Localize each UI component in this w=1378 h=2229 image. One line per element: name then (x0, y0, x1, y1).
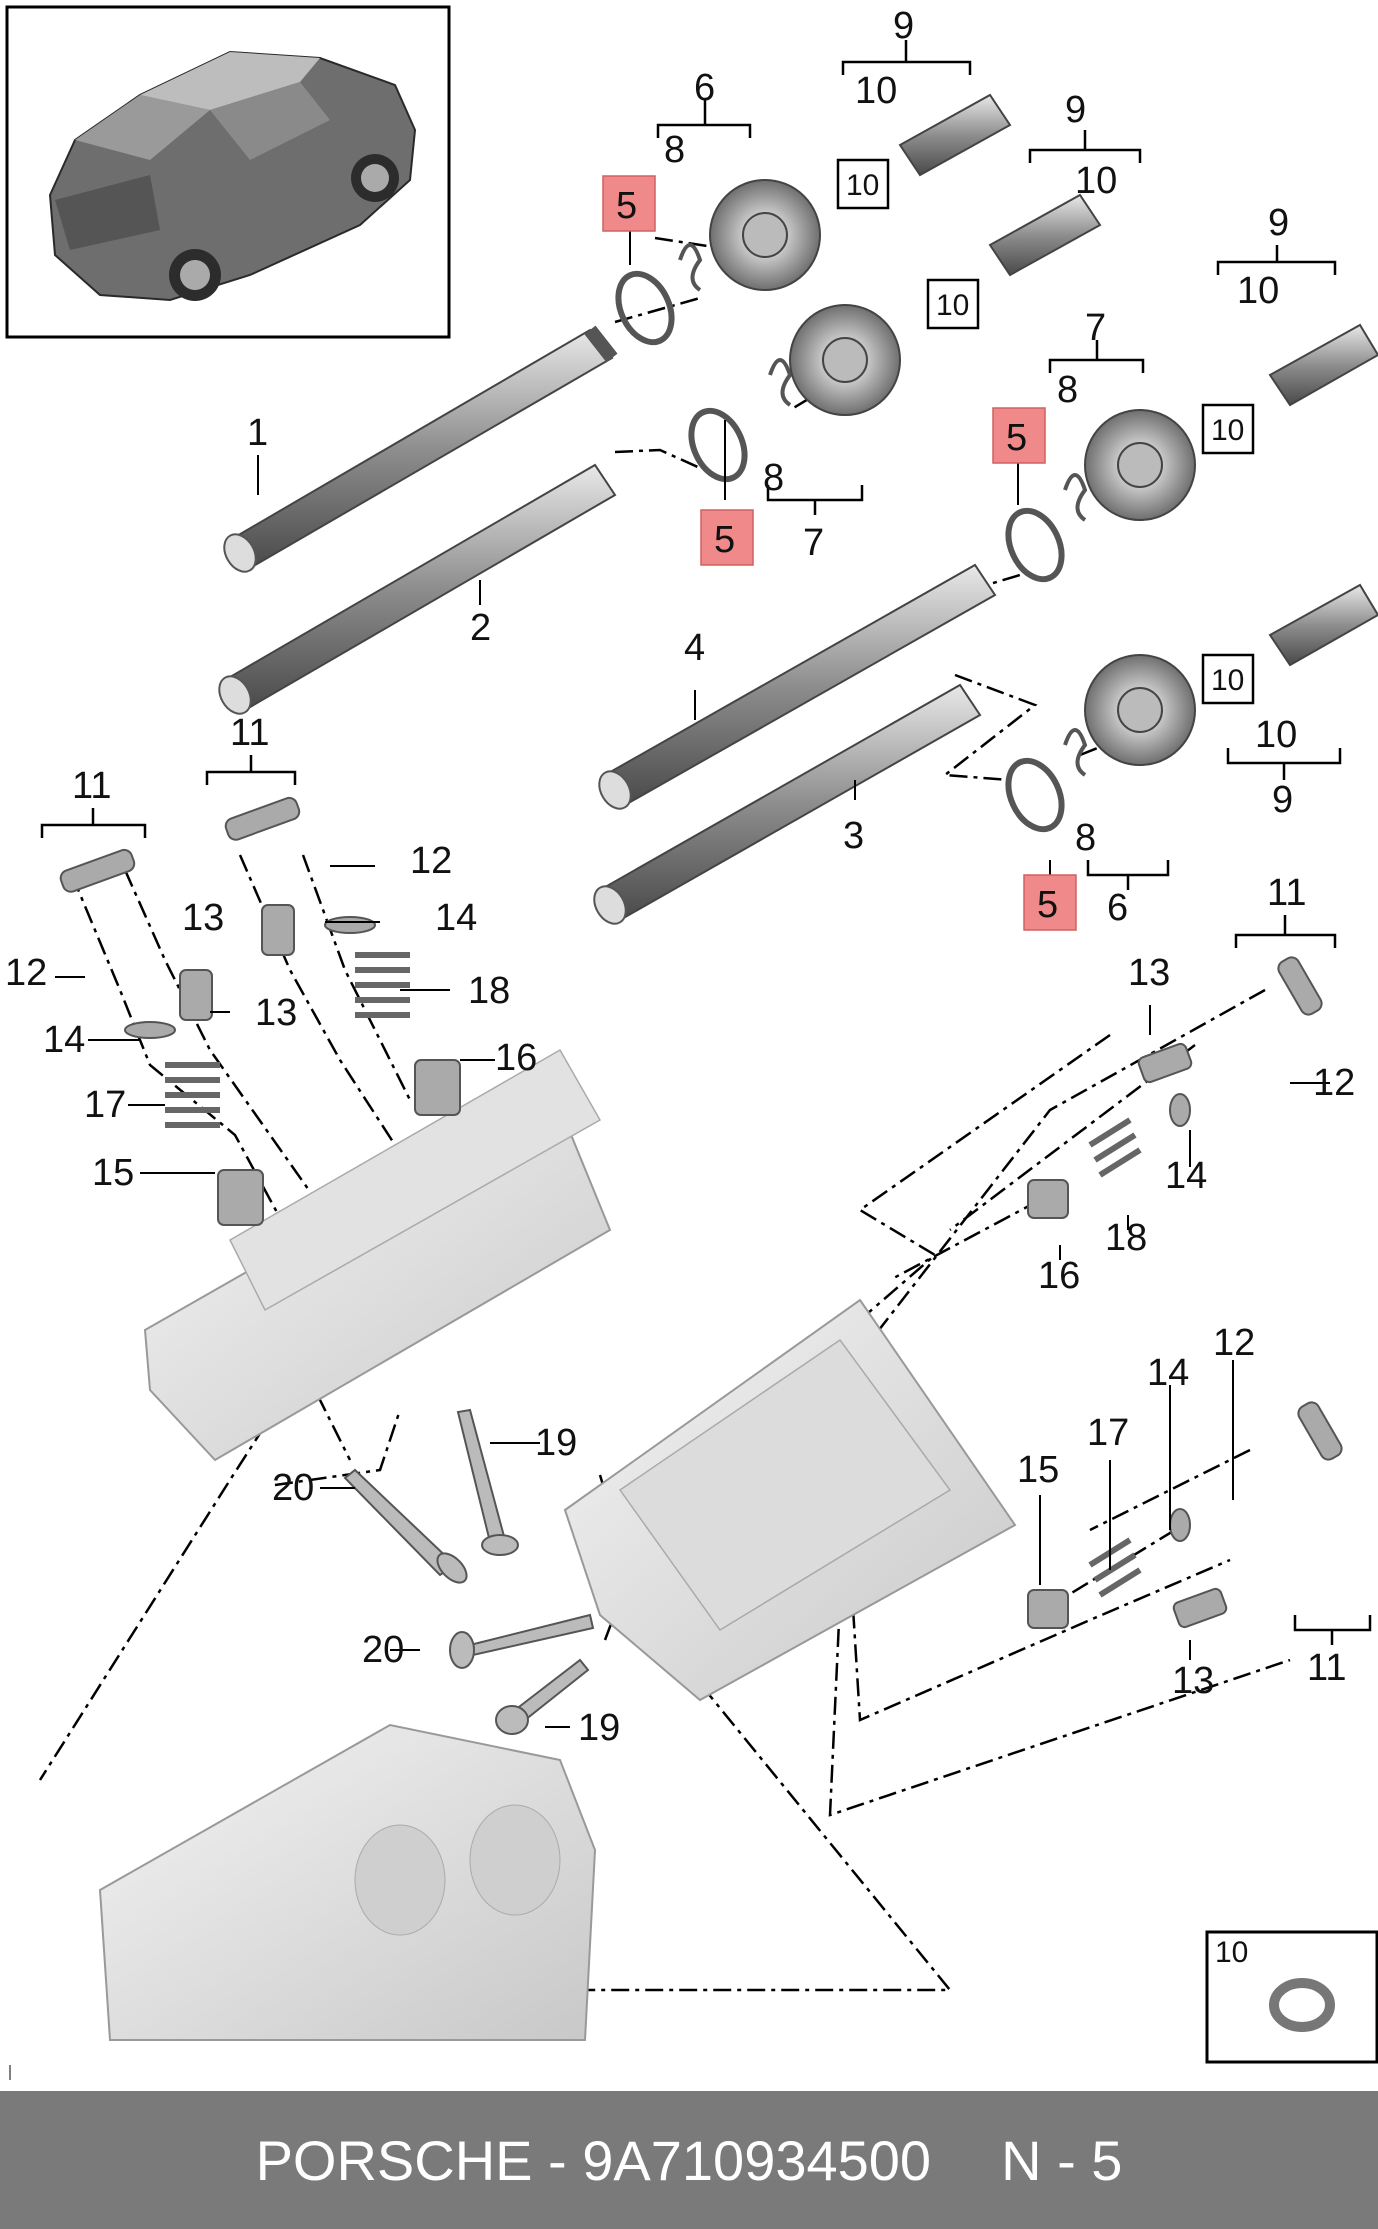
callout-10: 10 (855, 70, 897, 112)
group-brackets (40, 40, 1372, 1645)
camshaft-1 (223, 325, 618, 573)
callout-3: 3 (843, 815, 864, 857)
callout-2: 2 (470, 607, 491, 649)
callout-15: 15 (92, 1152, 134, 1194)
callout-12: 12 (410, 840, 452, 882)
inset-label: 10 (1215, 1936, 1248, 1969)
callout-11: 11 (1307, 1647, 1346, 1689)
inset-detail-box (1205, 1930, 1378, 2064)
callout-8: 8 (1075, 817, 1096, 859)
callout-10: 10 (1075, 160, 1117, 202)
callout-4: 4 (684, 627, 705, 669)
callout-6: 6 (1107, 887, 1128, 929)
callout-15: 15 (1017, 1449, 1059, 1491)
boxed-callout-10: 10 (1211, 414, 1244, 447)
exploded-parts-diagram: 1 2 4 3 5 5 5 5 6 6 7 7 8 8 8 8 9 9 9 9 … (5, 5, 1378, 2080)
callout-18: 18 (468, 970, 510, 1012)
callout-19: 19 (578, 1707, 620, 1749)
valves (343, 1408, 595, 1735)
callout-14: 14 (435, 897, 477, 939)
clips (678, 243, 1088, 777)
callout-8: 8 (664, 129, 685, 171)
camshaft-2 (218, 463, 617, 715)
boxed-callout-10: 10 (846, 169, 879, 202)
callout-14: 14 (1147, 1352, 1189, 1394)
callout-18: 18 (1105, 1217, 1147, 1259)
callout-5-highlight: 5 (1006, 417, 1027, 459)
footer-bar: PORSCHE - 9A710934500 N - 5 (0, 2091, 1378, 2229)
callout-9: 9 (893, 5, 914, 47)
callout-19: 19 (535, 1422, 577, 1464)
callout-14: 14 (43, 1019, 85, 1061)
callout-13: 13 (1128, 952, 1170, 994)
callout-5-highlight: 5 (616, 185, 637, 227)
valve-train-parts (59, 796, 1343, 1629)
callout-11: 11 (1267, 872, 1306, 914)
callout-12: 12 (1213, 1322, 1255, 1364)
callout-20: 20 (272, 1467, 314, 1509)
callout-12: 12 (5, 952, 47, 994)
callout-17: 17 (84, 1084, 126, 1126)
callout-9: 9 (1065, 89, 1086, 131)
engine-block (98, 1723, 597, 2041)
part-number: PORSCHE - 9A710934500 (255, 2128, 932, 2192)
callout-17: 17 (1087, 1412, 1129, 1454)
callout-5-highlight: 5 (1037, 884, 1058, 926)
callout-11: 11 (230, 712, 269, 754)
callout-5-highlight: 5 (714, 519, 735, 561)
callout-13: 13 (255, 992, 297, 1034)
camshaft-3 (593, 683, 982, 925)
callout-10: 10 (1237, 270, 1279, 312)
page-indicator: N - 5 (1001, 2128, 1123, 2192)
callout-12: 12 (1313, 1062, 1355, 1104)
cylinder-head-right (563, 1298, 1017, 1702)
callout-9: 9 (1268, 202, 1289, 244)
callout-1: 1 (247, 412, 268, 454)
boxed-10-labels (836, 158, 1255, 705)
callout-7: 7 (803, 522, 824, 564)
sprockets (709, 179, 1196, 766)
solenoid-valves (898, 93, 1378, 667)
callout-10: 10 (1255, 714, 1297, 756)
callout-20: 20 (362, 1629, 404, 1671)
callout-8: 8 (763, 457, 784, 499)
callout-16: 16 (495, 1037, 537, 1079)
callout-16: 16 (1038, 1255, 1080, 1297)
highlighted-part-5-badges (602, 175, 1077, 931)
callout-11: 11 (72, 765, 111, 807)
callout-6: 6 (694, 67, 715, 109)
boxed-callout-10: 10 (936, 289, 969, 322)
callout-14: 14 (1165, 1155, 1207, 1197)
callout-13: 13 (182, 897, 224, 939)
cylinder-head-left (143, 1048, 612, 1462)
camshaft-4 (598, 563, 997, 810)
callout-7: 7 (1085, 307, 1106, 349)
callout-8: 8 (1057, 369, 1078, 411)
boxed-callout-10: 10 (1211, 664, 1244, 697)
vehicle-thumbnail (5, 5, 451, 339)
callout-9: 9 (1272, 779, 1293, 821)
callout-13: 13 (1172, 1660, 1214, 1702)
